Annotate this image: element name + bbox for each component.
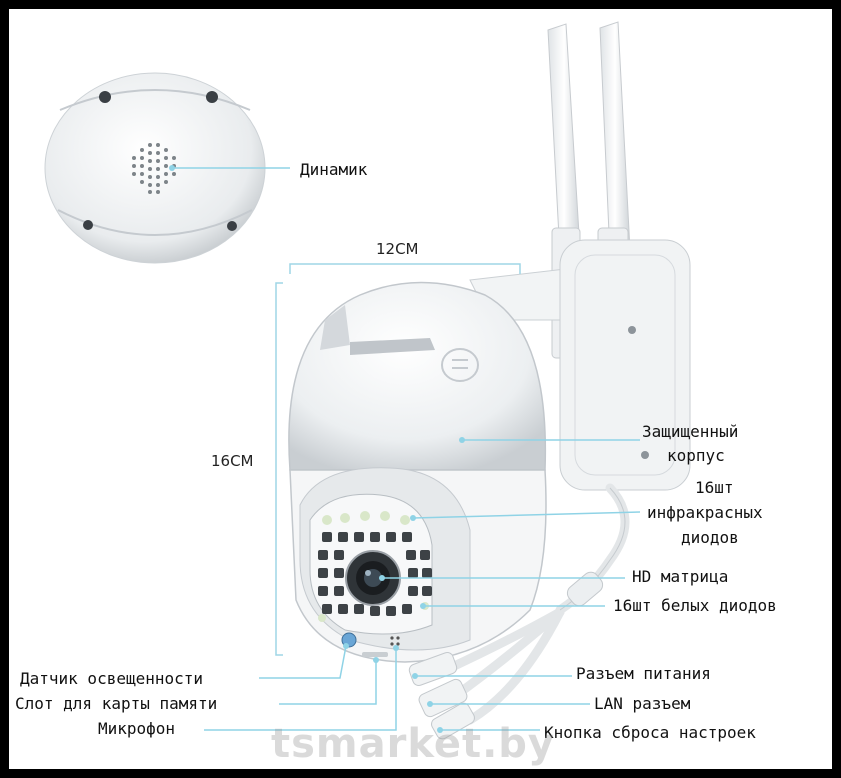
label-ir-3: диодов: [681, 528, 739, 547]
mic-holes: [390, 636, 400, 646]
label-light-sensor: Датчик освещенности: [20, 669, 204, 688]
dimension-lines: [275, 263, 521, 656]
leader-lines: [172, 167, 641, 731]
label-reset-button: Кнопка сброса настроек: [544, 723, 756, 742]
label-lan-connector: LAN разъем: [594, 694, 691, 713]
camera-illustration: [44, 21, 691, 740]
connectors: [408, 571, 604, 740]
label-ir-2: инфракрасных: [647, 503, 763, 522]
label-ir-1: 16шт: [695, 478, 734, 497]
label-housing-1: Защищенный: [642, 422, 739, 441]
led-array: [318, 532, 432, 616]
speaker-zoom-inset: [44, 72, 266, 264]
sd-slot-mark: [362, 652, 388, 657]
label-power-connector: Разъем питания: [576, 664, 711, 683]
label-speaker: Динамик: [300, 160, 368, 179]
label-white-leds: 16шт белых диодов: [613, 596, 777, 615]
label-sd-slot: Слот для карты памяти: [15, 694, 218, 713]
width-dimension: 12CM: [376, 240, 419, 258]
watermark: tsmarket.by: [271, 721, 556, 767]
height-dimension: 16CM: [211, 452, 254, 470]
label-housing-2: корпус: [667, 446, 725, 465]
label-hd-sensor: HD матрица: [632, 567, 729, 586]
camera-head: [289, 467, 547, 663]
camera-dome: [288, 281, 547, 471]
lens: [345, 550, 401, 606]
product-image-frame: 12CM 16CM Динамик Защищенный корпус 16шт…: [9, 9, 832, 769]
label-microphone: Микрофон: [98, 719, 176, 738]
